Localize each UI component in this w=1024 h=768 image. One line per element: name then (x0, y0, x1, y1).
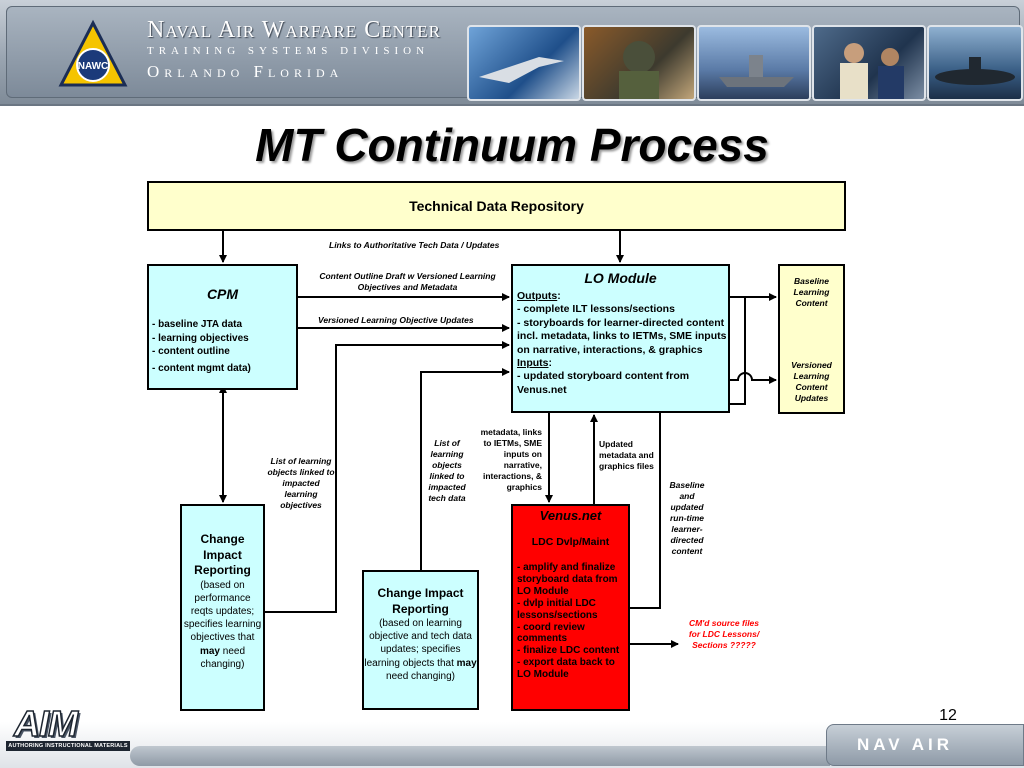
header-panel: NAWC Naval Air Warfare Center TRAINING S… (6, 6, 1023, 101)
venus-item: - finalize LDC content (517, 645, 620, 657)
cir1-emph: may (199, 645, 220, 657)
cir2-to-lo-arrow (420, 368, 510, 570)
lo-inputs-label: Inputs (517, 357, 549, 370)
header-banner: NAWC Naval Air Warfare Center TRAINING S… (0, 0, 1024, 106)
instructor-photo (812, 25, 926, 101)
cir2-emph: may (456, 657, 477, 669)
cpm-item: - content outline (152, 346, 230, 357)
nawc-logo: NAWC (58, 19, 128, 87)
lo-module-body: Outputs: - complete ILT lessons/sections… (517, 290, 727, 396)
baseline-runtime-label: Baseline and updated run-time learner-di… (669, 480, 705, 556)
venus-items: - amplify and finalize storyboard data f… (517, 562, 629, 681)
lo-output-item: - storyboards for learner-directed conte… (517, 316, 727, 356)
lo-module-box: LO Module Outputs: - complete ILT lesson… (511, 264, 730, 413)
aim-logo: AIM AUTHORING INSTRUCTIONAL MATERIALS (6, 702, 130, 753)
submarine-photo (927, 25, 1023, 101)
cpm-item: - content mgmt data) (152, 362, 251, 374)
org-division: TRAINING SYSTEMS DIVISION (147, 45, 430, 57)
fighter-jet-photo (467, 25, 581, 101)
lo-outputs-label: Outputs (517, 290, 558, 302)
cir2-heading: Change Impact Reporting (377, 586, 464, 616)
org-location: Orlando Florida (147, 62, 344, 81)
baseline-learning-content: Baseline Learning Content (793, 276, 830, 308)
cpm-box: CPM - baseline JTA data - learning objec… (147, 264, 298, 390)
lo-module-title: LO Module (584, 270, 657, 286)
cir1-to-lo-arrow (265, 341, 510, 613)
venus-item: - export data back to LO Module (517, 657, 615, 681)
lo-input-item: - updated storyboard content from Venus.… (517, 370, 690, 396)
metadata-label: metadata, links to IETMs, SME inputs on … (480, 427, 542, 492)
cpm-item: - baseline JTA data (152, 319, 243, 330)
change-impact-reporting-2: Change Impact Reporting (based on learni… (362, 570, 479, 710)
cir1-heading: Change Impact Reporting (194, 532, 251, 577)
aim-logo-text: AIM (13, 702, 79, 745)
footer-band (130, 746, 830, 766)
lo-output-item: - complete ILT lessons/sections (517, 303, 675, 316)
org-title: Naval Air Warfare Center (147, 17, 441, 43)
cir2-tail: need changing) (386, 670, 455, 682)
cir2-body: (based on learning objective and tech da… (364, 618, 472, 669)
cpm-title: CPM (206, 286, 239, 302)
cpm-item: - learning objectives (152, 332, 249, 344)
venus-item: - dvlp initial LDC lessons/sections (517, 597, 598, 621)
cir1-body: (based on performance reqts updates; spe… (183, 579, 262, 644)
slide-title: MT Continuum Process (255, 119, 769, 171)
cpm-items: - baseline JTA data - learning objective… (152, 318, 251, 375)
cm-source-files-label: CM'd source files for LDC Lessons/ Secti… (688, 618, 760, 650)
cir1-tail: need changing) (200, 645, 246, 670)
venus-item: - amplify and finalize storyboard data f… (517, 562, 618, 597)
technical-data-repository: Technical Data Repository (147, 181, 846, 231)
versioned-content-updates: Versioned Learning Content Updates (791, 360, 832, 403)
venus-title: Venus.net (539, 508, 602, 523)
change-impact-reporting-1: Change Impact Reporting (based on perfor… (180, 504, 265, 711)
venus-item: - coord review comments (517, 621, 585, 645)
baseline-content-box: Baseline Learning Content Versioned Lear… (778, 264, 845, 414)
updated-metadata-label: Updated metadata and graphics files (599, 439, 654, 471)
content-outline-label: Content Outline Draft w Versioned Learni… (319, 271, 496, 292)
pilot-photo (582, 25, 696, 101)
venus-subtitle: LDC Dvlp/Maint (531, 536, 610, 548)
ship-photo (697, 25, 811, 101)
list-tech-data-label: List of learning objects linked to impac… (428, 438, 466, 503)
versioned-updates-label: Versioned Learning Objective Updates (318, 315, 474, 325)
venus-net-box: Venus.net LDC Dvlp/Maint - amplify and f… (511, 504, 630, 711)
lo-to-updates-arrow (730, 372, 777, 384)
aim-tagline: AUTHORING INSTRUCTIONAL MATERIALS (6, 741, 130, 751)
list-learning-objects-label: List of learning objects linked to impac… (267, 456, 335, 510)
links-label: Links to Authoritative Tech Data / Updat… (329, 240, 500, 250)
svg-text:NAWC: NAWC (78, 61, 109, 72)
navair-logo-text: NAV AIR (857, 735, 953, 754)
navair-logo: NAV AIR (826, 724, 1024, 766)
page-number: 12 (939, 707, 957, 724)
